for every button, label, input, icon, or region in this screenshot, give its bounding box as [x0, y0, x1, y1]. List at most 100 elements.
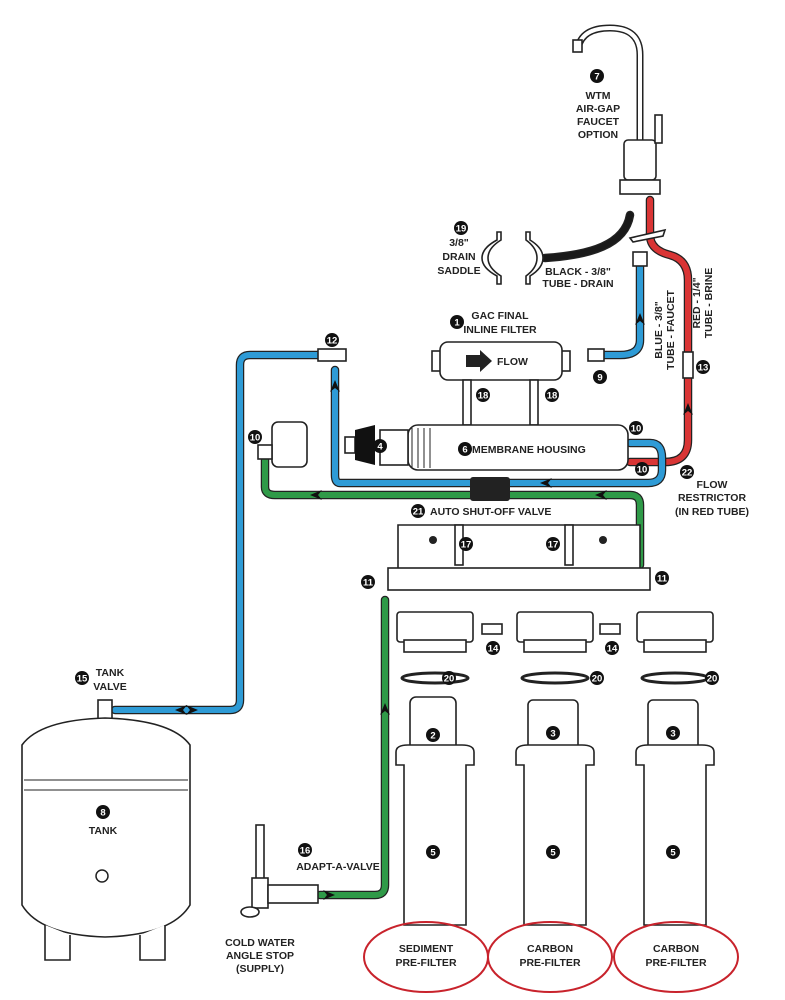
badge-11b: 11 — [655, 571, 669, 585]
badge-1: 1 — [450, 315, 464, 329]
svg-text:17: 17 — [548, 540, 559, 551]
red-tube-union — [682, 351, 694, 379]
green-feed-tube — [262, 457, 643, 568]
svg-text:COLD WATER: COLD WATER — [225, 937, 295, 949]
filter-label-carbon-2: CARBON PRE-FILTER — [613, 921, 739, 993]
svg-text:18: 18 — [478, 391, 489, 402]
svg-text:20: 20 — [592, 674, 603, 685]
svg-text:10: 10 — [631, 424, 642, 435]
svg-text:RESTRICTOR: RESTRICTOR — [678, 492, 746, 504]
svg-text:RED - 1/4": RED - 1/4" — [691, 277, 703, 328]
svg-text:ANGLE STOP: ANGLE STOP — [226, 950, 294, 962]
svg-text:CARBON: CARBON — [527, 943, 573, 955]
badge-11a: 11 — [361, 575, 375, 589]
svg-text:TANK: TANK — [96, 667, 125, 679]
svg-text:7: 7 — [594, 72, 599, 83]
svg-text:FLOW: FLOW — [697, 479, 728, 491]
badge-18b: 18 — [545, 388, 559, 402]
badge-9: 9 — [593, 370, 607, 384]
badge-10c: 10 — [635, 462, 649, 476]
svg-text:18: 18 — [547, 391, 558, 402]
svg-text:INLINE FILTER: INLINE FILTER — [463, 324, 537, 336]
svg-text:SADDLE: SADDLE — [437, 265, 480, 277]
svg-text:5: 5 — [430, 848, 436, 859]
svg-text:FAUCET: FAUCET — [577, 116, 620, 128]
svg-text:19: 19 — [456, 224, 467, 235]
flow-restrictor-label: 22 FLOW RESTRICTOR (IN RED TUBE) — [675, 465, 749, 518]
svg-text:BLUE - 3/8": BLUE - 3/8" — [653, 301, 665, 359]
svg-text:PRE-FILTER: PRE-FILTER — [519, 957, 580, 969]
svg-text:11: 11 — [363, 578, 374, 589]
svg-text:DRAIN: DRAIN — [442, 251, 475, 263]
filter-stage-1: 20 2 5 — [395, 611, 475, 926]
storage-tank: 8 TANK 15 TANK VALVE — [21, 667, 191, 961]
badge-22: 22 — [680, 465, 694, 479]
svg-text:4: 4 — [377, 442, 383, 453]
faucet-label: 7 WTM AIR-GAP FAUCET OPTION — [576, 69, 620, 141]
svg-text:22: 22 — [682, 468, 693, 479]
svg-text:10: 10 — [637, 465, 648, 476]
mounting-bracket: 17 17 11 11 — [361, 524, 669, 591]
svg-text:(IN RED TUBE): (IN RED TUBE) — [675, 506, 749, 518]
badge-8: 8 — [96, 805, 110, 819]
svg-text:13: 13 — [698, 363, 709, 374]
svg-text:WTM: WTM — [585, 90, 610, 102]
badge-10b: 10 — [629, 421, 643, 435]
svg-text:21: 21 — [413, 507, 424, 518]
svg-text:BLACK - 3/8": BLACK - 3/8" — [545, 266, 611, 278]
badge-17b: 17 — [546, 537, 560, 551]
filter-stage-2: 20 3 5 — [515, 611, 604, 926]
svg-text:2: 2 — [430, 731, 435, 742]
filter-stage-3: 20 3 5 — [635, 611, 719, 926]
svg-text:GAC FINAL: GAC FINAL — [471, 310, 529, 322]
tubes — [110, 195, 693, 900]
svg-text:12: 12 — [327, 336, 338, 347]
svg-text:3: 3 — [550, 729, 555, 740]
svg-text:14: 14 — [607, 644, 618, 655]
gac-final-inline-filter: FLOW 1 GAC FINAL INLINE FILTER 18 18 — [431, 310, 571, 426]
black-drain-tube — [542, 212, 633, 261]
adapt-a-valve: 16 ADAPT-A-VALVE COLD WATER ANGLE STOP (… — [225, 824, 380, 975]
svg-text:ADAPT-A-VALVE: ADAPT-A-VALVE — [296, 861, 380, 873]
svg-text:10: 10 — [250, 433, 261, 444]
badge-17a: 17 — [459, 537, 473, 551]
membrane-housing: 6 MEMBRANE HOUSING 4 10 10 10 9 13 12 — [248, 333, 710, 476]
badge-12: 12 — [325, 333, 339, 347]
svg-text:3: 3 — [670, 729, 675, 740]
svg-text:16: 16 — [300, 846, 311, 857]
badge-6: 6 — [458, 442, 472, 456]
svg-text:15: 15 — [77, 674, 88, 685]
svg-text:(SUPPLY): (SUPPLY) — [236, 963, 284, 975]
svg-text:3/8": 3/8" — [449, 237, 469, 249]
svg-text:TUBE - BRINE: TUBE - BRINE — [703, 268, 715, 339]
filter-label-sediment: SEDIMENT PRE-FILTER — [363, 921, 489, 993]
svg-text:OPTION: OPTION — [578, 129, 618, 141]
badge-19: 19 — [454, 221, 468, 235]
badge-10a: 10 — [248, 430, 262, 444]
nipples: 14 14 — [481, 623, 621, 655]
svg-text:CARBON: CARBON — [653, 943, 699, 955]
filter-label-carbon-1: CARBON PRE-FILTER — [487, 921, 613, 993]
badge-13: 13 — [696, 360, 710, 374]
tube-labels: BLUE - 3/8" TUBE - FAUCET RED - 1/4" TUB… — [653, 268, 715, 370]
svg-text:1: 1 — [454, 318, 460, 329]
svg-text:17: 17 — [461, 540, 472, 551]
tee-fitting — [317, 348, 347, 362]
svg-text:FLOW: FLOW — [497, 356, 528, 368]
air-gap-faucet — [572, 24, 667, 267]
svg-text:TUBE - DRAIN: TUBE - DRAIN — [542, 278, 613, 290]
svg-text:5: 5 — [670, 848, 676, 859]
svg-text:TUBE - FAUCET: TUBE - FAUCET — [665, 289, 677, 370]
svg-text:11: 11 — [657, 574, 668, 585]
svg-text:8: 8 — [100, 808, 105, 819]
svg-text:20: 20 — [707, 674, 718, 685]
badge-16: 16 — [298, 843, 312, 857]
blue-faucet-tube — [602, 257, 643, 358]
badge-15: 15 — [75, 671, 89, 685]
svg-text:TANK: TANK — [89, 825, 118, 837]
red-brine-tube — [627, 197, 691, 465]
svg-text:SEDIMENT: SEDIMENT — [399, 943, 454, 955]
blue-product-tube — [332, 367, 665, 486]
svg-text:VALVE: VALVE — [93, 681, 126, 693]
